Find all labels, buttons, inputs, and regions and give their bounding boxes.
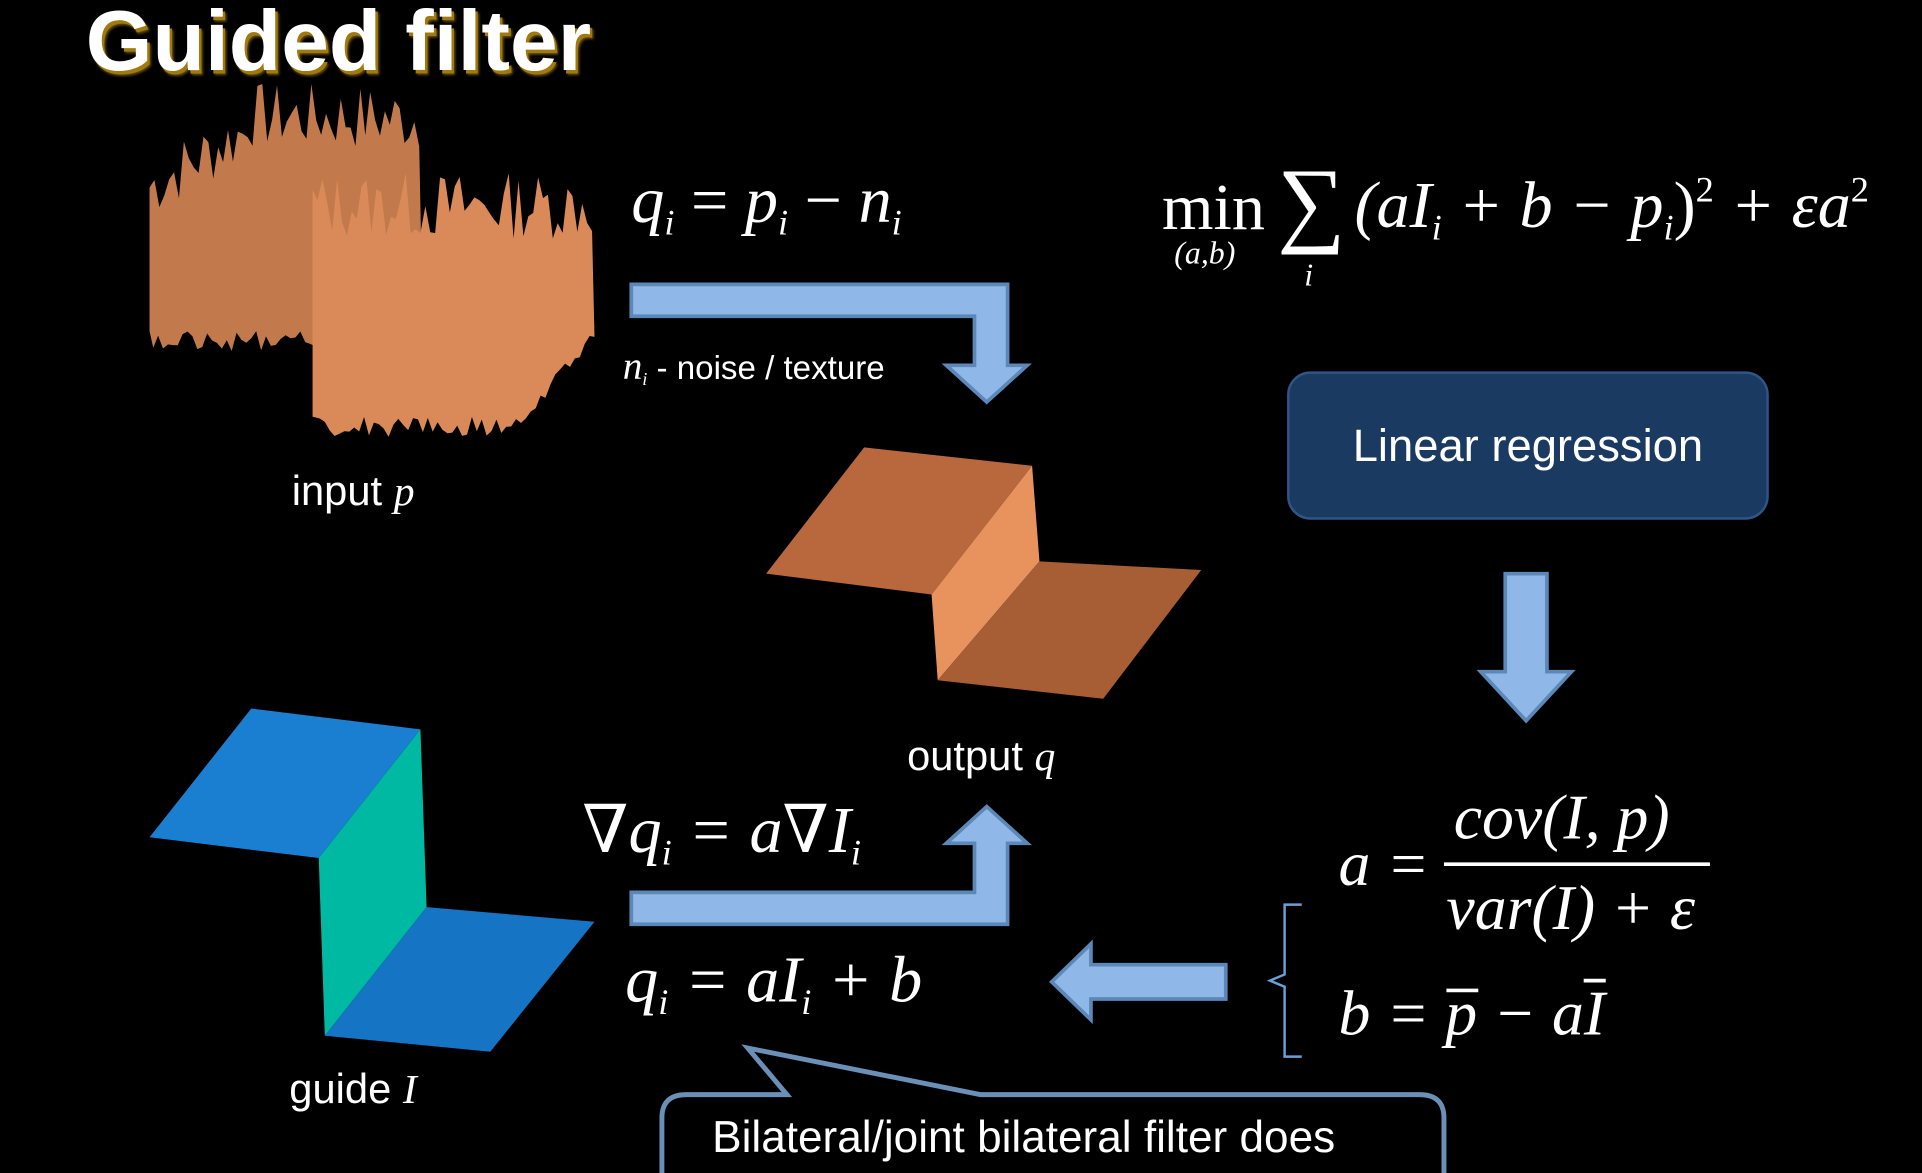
linear-regression-label: Linear regression	[1352, 420, 1704, 471]
output-surface	[766, 447, 1202, 699]
a-lhs: a =	[1338, 829, 1430, 900]
gradient-equation: ∇qi = a∇Ii	[582, 793, 861, 874]
a-denominator: var(I) + ε	[1446, 873, 1696, 944]
noise-label: ni - noise / texture	[622, 343, 885, 391]
objective-body: (aIi + b − pi)2 + εa2	[1354, 167, 1869, 249]
guide-surface	[149, 708, 595, 1052]
arrow-up-right	[629, 804, 1032, 927]
b-equation: b = p − aI	[1338, 979, 1606, 1050]
sum-index: i	[1304, 257, 1314, 293]
min-operator: min	[1162, 170, 1266, 244]
callout-text: Bilateral/joint bilateral filter does	[712, 1111, 1336, 1163]
linear-regression-box	[1287, 371, 1769, 520]
input-surface	[149, 83, 595, 437]
guide-label: guide I	[289, 1066, 417, 1113]
slide-title: Guided filter	[85, 0, 592, 89]
min-subscript: (a,b)	[1174, 235, 1236, 271]
model-equation: qi = pi − ni	[631, 163, 902, 244]
callout-bubble	[659, 1044, 1447, 1173]
arrow-down	[1476, 571, 1576, 724]
input-label: input p	[291, 468, 415, 515]
sum-symbol: ∑	[1277, 148, 1346, 255]
brace	[1266, 903, 1302, 1058]
arrow-down-right	[629, 282, 1032, 405]
a-numerator: cov(I, p)	[1453, 783, 1670, 854]
arrow-left	[1049, 939, 1228, 1025]
linear-equation: qi = aIi + b	[625, 942, 923, 1023]
output-label: output q	[907, 733, 1056, 780]
